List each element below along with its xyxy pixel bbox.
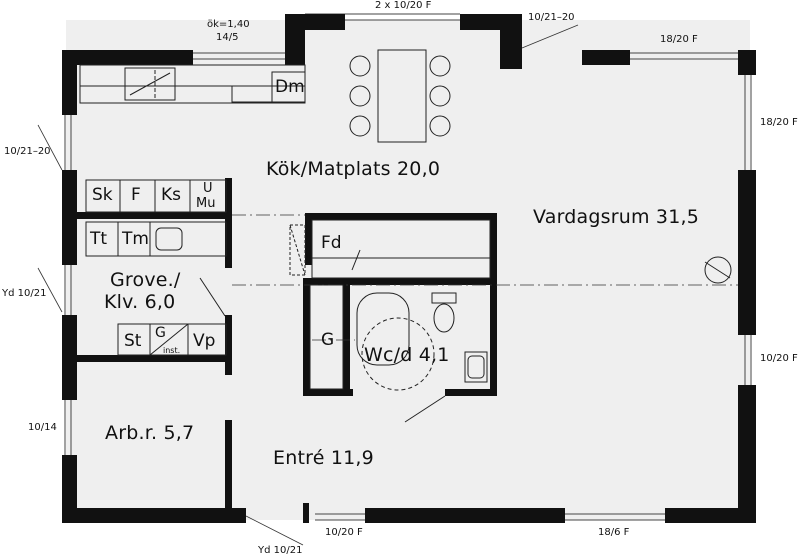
fixture-ks: Ks bbox=[161, 185, 182, 205]
fixture-tm: Tm bbox=[122, 229, 149, 249]
room-label-entry: Entré 11,9 bbox=[273, 447, 374, 469]
room-label-utility-line2: Klv. 6,0 bbox=[104, 291, 176, 313]
fixture-u: U bbox=[203, 181, 213, 196]
dim-bottom-mid: 10/20 F bbox=[325, 527, 363, 538]
fixture-tt: Tt bbox=[90, 229, 108, 249]
fixture-wardrobe: G bbox=[321, 330, 335, 350]
dim-ok-line2: 14/5 bbox=[216, 32, 239, 43]
room-label-wc: Wc/d 4,1 bbox=[364, 344, 450, 366]
dining-table bbox=[349, 49, 451, 143]
fixture-dishwasher: Dm bbox=[275, 77, 305, 97]
dim-top-double: 2 x 10/20 F bbox=[375, 0, 432, 11]
fixture-f: F bbox=[131, 185, 141, 205]
dim-left-mid: Yd 10/21 bbox=[2, 288, 47, 299]
fixture-sk: Sk bbox=[92, 185, 113, 205]
wc-fixtures bbox=[356, 292, 488, 423]
exterior-walls bbox=[62, 14, 756, 523]
fixture-st: St bbox=[124, 331, 142, 351]
utility-symbols bbox=[199, 224, 732, 317]
door-swings bbox=[37, 24, 579, 546]
fixture-mu: Mu bbox=[196, 196, 216, 211]
fixture-g-inst-sub: inst. bbox=[163, 346, 181, 355]
interior-walls bbox=[66, 178, 497, 510]
dim-top-far-right: 18/20 F bbox=[660, 34, 698, 45]
dim-right-upper: 18/20 F bbox=[760, 117, 798, 128]
dim-left-lower: 10/14 bbox=[28, 422, 57, 433]
kitchen-counters bbox=[79, 64, 491, 390]
fixture-fd: Fd bbox=[321, 233, 342, 253]
section-lines bbox=[232, 214, 738, 341]
room-label-office: Arb.r. 5,7 bbox=[105, 422, 195, 444]
dim-left-upper: 10/21–20 bbox=[4, 146, 51, 157]
room-label-living: Vardagsrum 31,5 bbox=[533, 206, 700, 228]
dim-ok-line1: ök=1,40 bbox=[207, 19, 250, 30]
dim-top-right: 10/21–20 bbox=[528, 12, 575, 23]
dim-bottom-right: 18/6 F bbox=[598, 527, 630, 538]
dim-right-lower: 10/20 F bbox=[760, 353, 798, 364]
room-label-utility-line1: Grove./ bbox=[110, 269, 181, 291]
dim-bottom-door: Yd 10/21 bbox=[258, 545, 303, 556]
fixture-g-inst: G bbox=[155, 325, 166, 341]
room-label-kitchen: Kök/Matplats 20,0 bbox=[266, 158, 441, 180]
fixture-vp: Vp bbox=[193, 331, 216, 351]
